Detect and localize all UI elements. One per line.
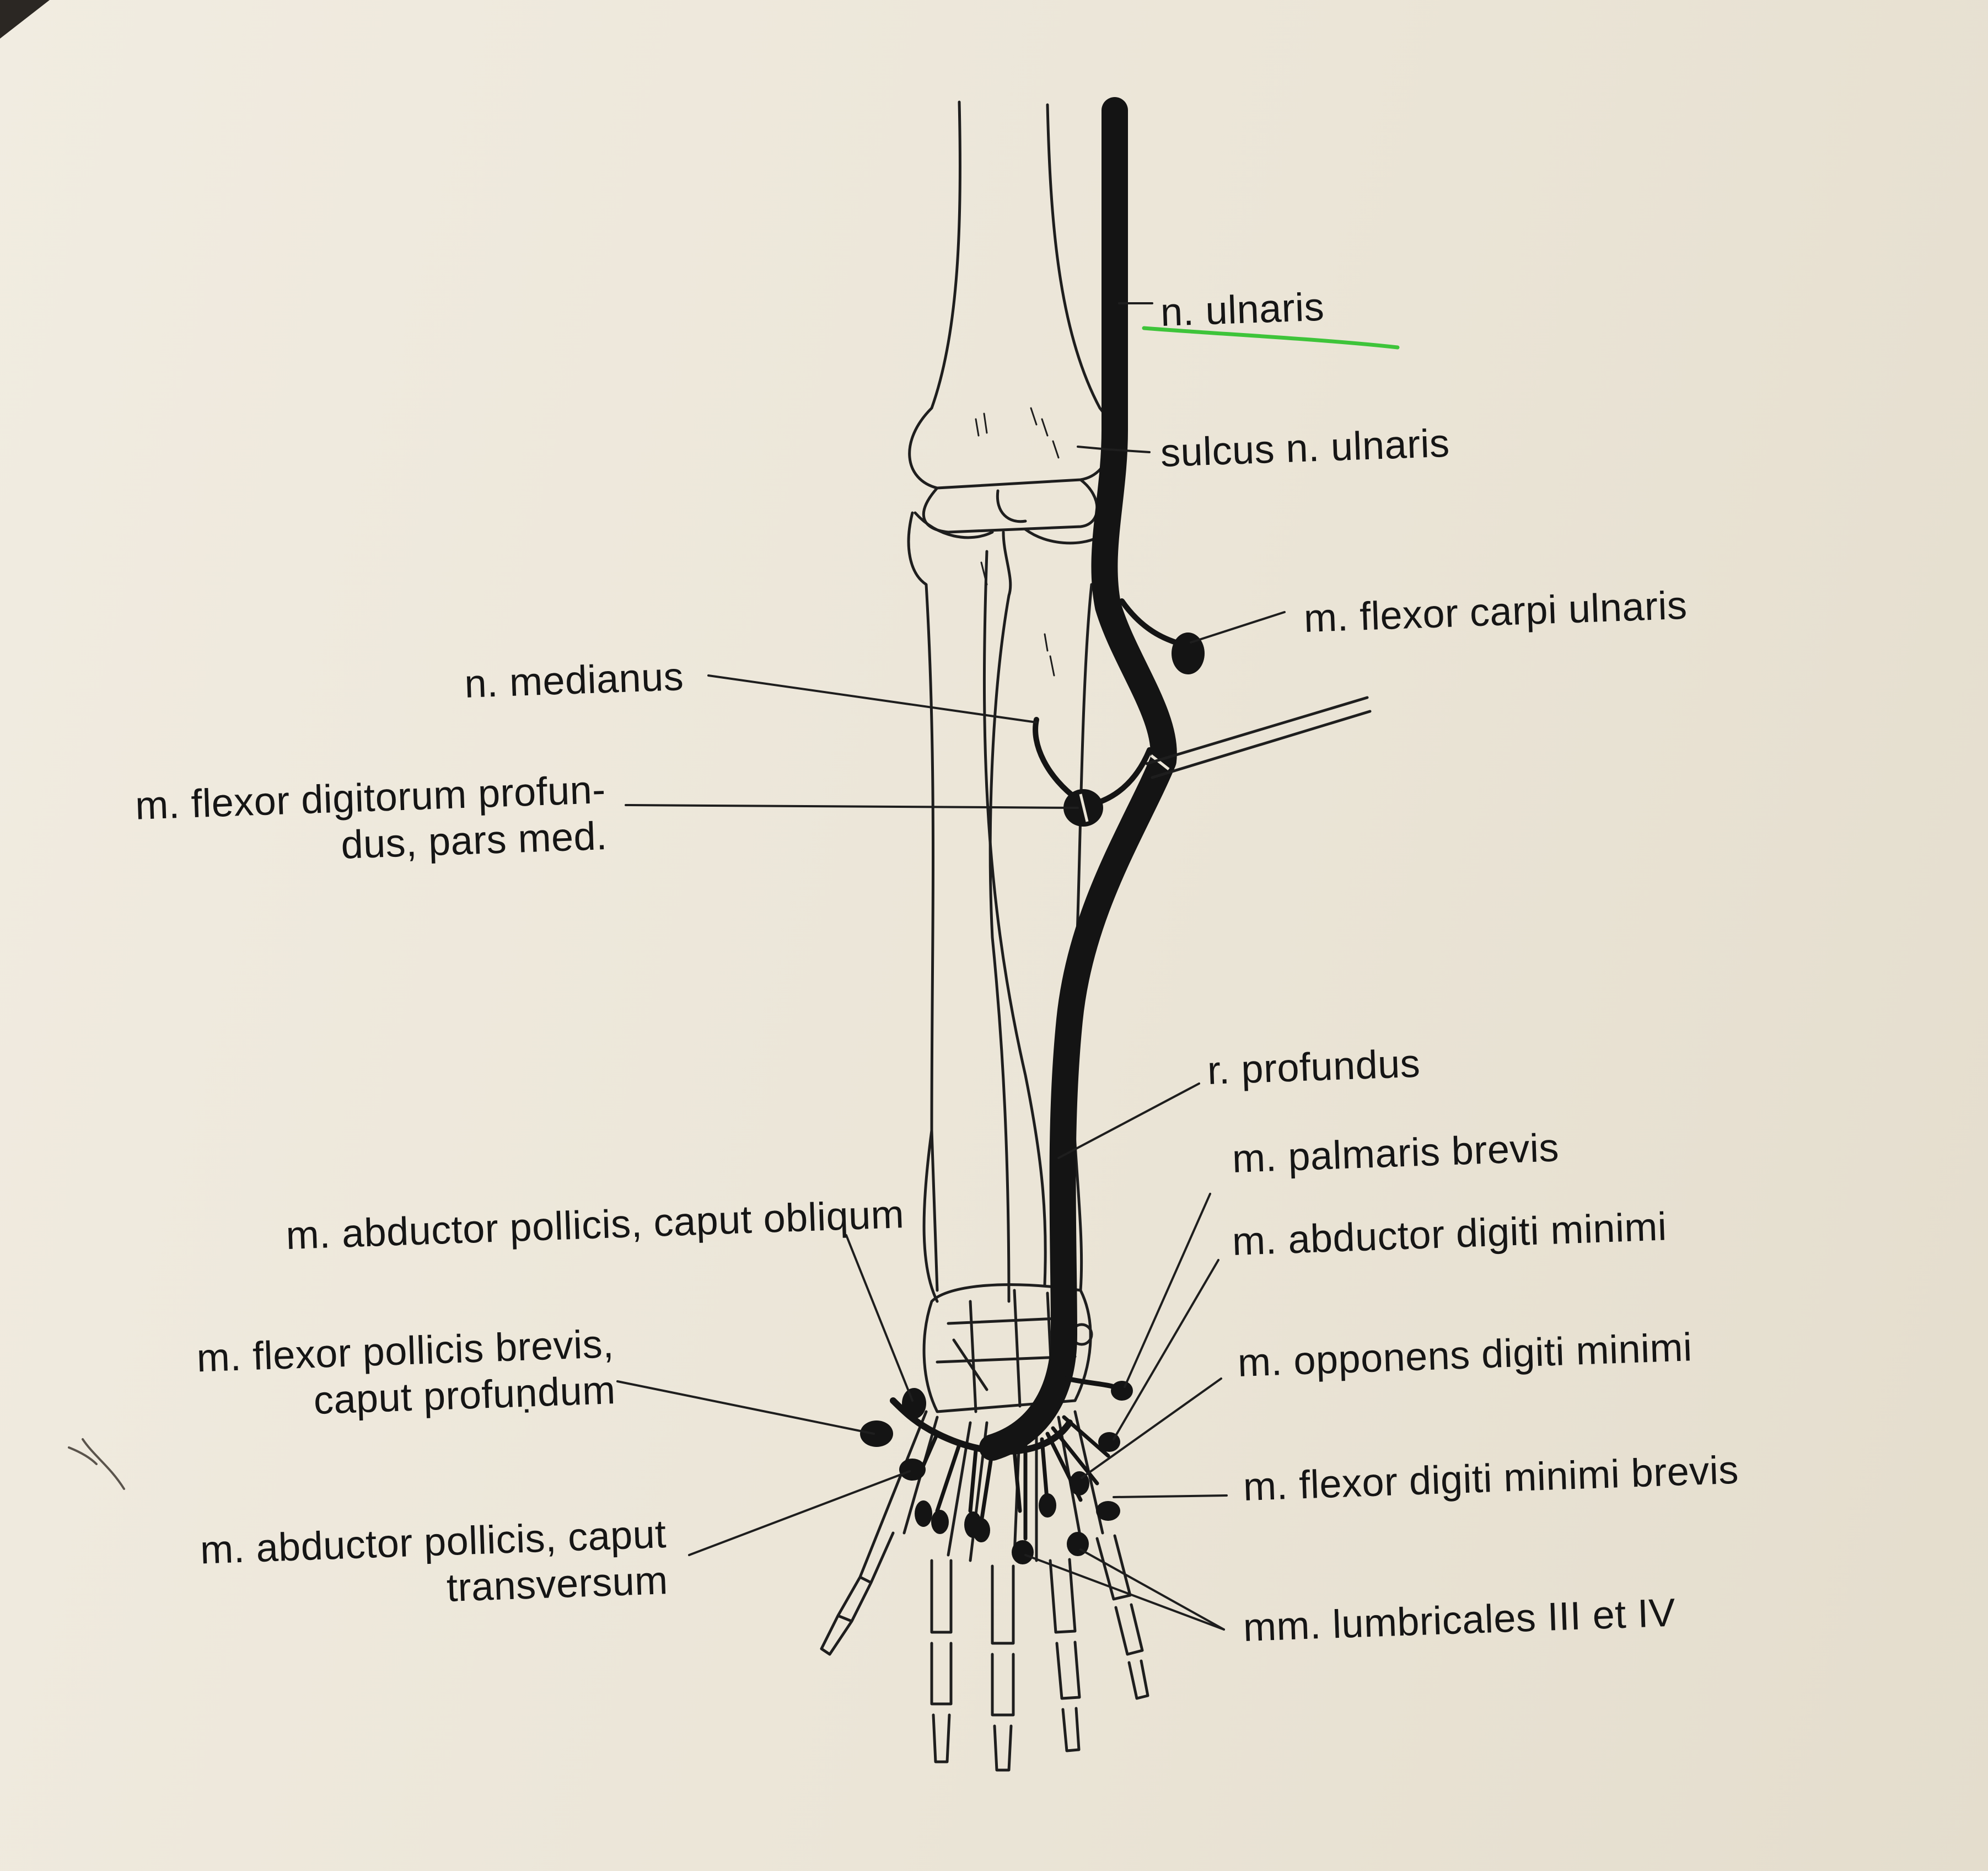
bone-stipple [975, 407, 1060, 677]
probe-lower-line [1151, 710, 1372, 779]
leader-r-profundus [1057, 1082, 1200, 1159]
leader-flexor-pollicis-brevis [616, 1380, 875, 1435]
leader-flexor-digitorum-profundus [625, 804, 1079, 809]
branch-to-palmaris-brevis [1064, 1376, 1122, 1392]
highlight-underline [1142, 326, 1400, 350]
dot-palmaris-brevis [1111, 1381, 1133, 1401]
hand-branches [916, 1415, 1110, 1541]
dot-lumbricalis-3 [1012, 1540, 1034, 1564]
leader-abductor-digiti-minimi [1113, 1259, 1219, 1440]
leader-lumbricales-a [1024, 1554, 1225, 1631]
humerus-notch [996, 489, 1027, 523]
elbow-joint-line [914, 511, 1099, 545]
ulnar-nerve-trunk [979, 97, 1177, 1461]
dot-interosseus-5 [1039, 1493, 1056, 1518]
label-m-flexor-digitorum-profundus: m. flexor digitorum profun- dus, pars me… [49, 766, 608, 878]
carpal-bones [922, 1283, 1092, 1413]
label-m-flexor-pollicis-brevis: m. flexor pollicis brevis, caput profuṇd… [98, 1321, 616, 1432]
leader-abductor-pollicis-transversum [688, 1470, 911, 1556]
index-finger [930, 1559, 953, 1763]
ring-finger [1049, 1558, 1081, 1752]
leader-lumbricales-b [1079, 1548, 1225, 1631]
little-finger [1095, 1534, 1149, 1700]
leader-flexor-digiti-minimi-brevis [1113, 1494, 1228, 1498]
leader-abductor-pollicis-obliqum [845, 1234, 914, 1402]
dot-interosseus-1 [915, 1500, 932, 1527]
radius-bone [988, 530, 1012, 1303]
dot-cut-1 [1079, 794, 1089, 822]
dot-flexor-pollicis-brevis [860, 1420, 893, 1447]
probe-upper-line [1145, 696, 1369, 765]
leader-palmaris-brevis [1124, 1193, 1211, 1388]
leader-sulcus [1077, 446, 1151, 453]
dot-abductor-pollicis-transversum [899, 1459, 926, 1481]
muscle-dots [860, 632, 1205, 1564]
dot-opponens-digiti-minimi [1070, 1471, 1089, 1495]
label-r-profundus: r. profundus [1206, 1041, 1421, 1093]
leader-opponens-digiti-minimi [1081, 1377, 1222, 1479]
interosseous-line [982, 550, 1047, 1286]
ulna-bone [907, 511, 939, 1292]
humerus-bone [908, 100, 1113, 490]
dark-corner [0, 0, 50, 39]
dot-flexor-carpi-ulnaris [1172, 632, 1205, 674]
middle-finger [991, 1564, 1015, 1772]
pencil-mark [68, 1438, 125, 1490]
ulna-head [922, 1129, 939, 1303]
carpal-divisions [936, 1289, 1077, 1413]
dot-flexor-digiti-minimi-brevis [1096, 1501, 1120, 1521]
dot-abductor-pollicis-obliqum [902, 1388, 926, 1419]
leader-n-medianus [707, 674, 1038, 723]
label-n-ulnaris: n. ulnaris [1159, 285, 1325, 335]
dot-cut-2 [1150, 754, 1170, 770]
leader-flexor-carpi-ulnaris [1190, 611, 1286, 644]
thumb-phalanges [820, 1520, 895, 1656]
dot-interosseus-2 [931, 1510, 949, 1534]
humerus-trochlea [922, 478, 1099, 534]
dot-interosseus-4 [972, 1518, 990, 1542]
n-medianus-nerve [1033, 717, 1081, 802]
